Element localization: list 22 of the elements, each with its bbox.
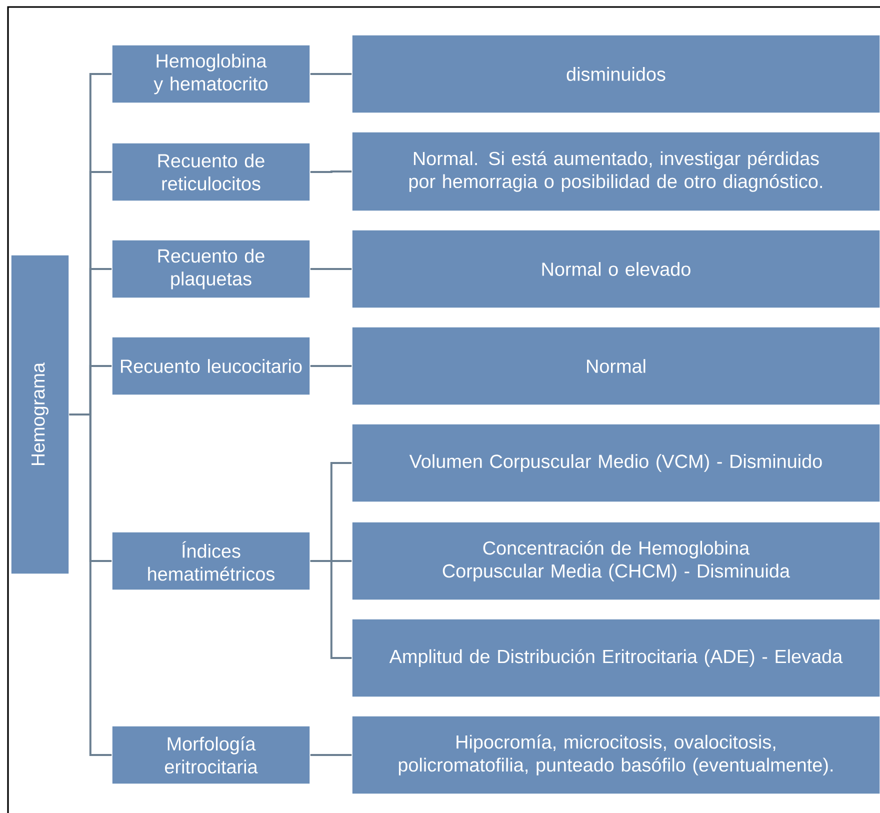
category-box: Recuento de reticulocitos bbox=[112, 142, 310, 202]
result-box: Volumen Corpuscular Medio (VCM) - Disminuido bbox=[352, 424, 880, 502]
result-box: Normal bbox=[352, 326, 880, 406]
category-box: Índices hematimétricos bbox=[112, 532, 310, 590]
result-box: Amplitud de Distribución Eritrocitaria (ADE) - Elevada bbox=[352, 618, 880, 698]
result-box: disminuidos bbox=[352, 34, 880, 114]
result-box: Concentración de Hemoglobina Corpuscular Media (CHCM) - Disminuida bbox=[352, 522, 880, 600]
result-box: Hipocromía, microcitosis, ovalocitosis, policromatofilia, punteado basófilo (eventualmente). bbox=[352, 716, 880, 794]
result-box: Normal. Si está aumentado, investigar pérdidas por hemorragia o posibilidad de otro diagnóstico. bbox=[352, 132, 880, 212]
connector-line bbox=[310, 754, 352, 756]
connector-line bbox=[310, 73, 352, 75]
result-box: Normal o elevado bbox=[352, 230, 880, 308]
category-box: Morfología eritrocitaria bbox=[112, 726, 310, 784]
connector-line bbox=[310, 268, 352, 270]
category-box: Hemoglobina y hematocrito bbox=[112, 44, 310, 104]
connector-line bbox=[310, 365, 352, 367]
connector-line bbox=[69, 414, 112, 756]
category-box: Hemograma bbox=[10, 254, 70, 574]
connector-line bbox=[310, 170, 352, 173]
category-box: Recuento leucocitario bbox=[112, 336, 310, 396]
category-box: Recuento de plaquetas bbox=[112, 240, 310, 298]
connector-line bbox=[310, 560, 352, 659]
